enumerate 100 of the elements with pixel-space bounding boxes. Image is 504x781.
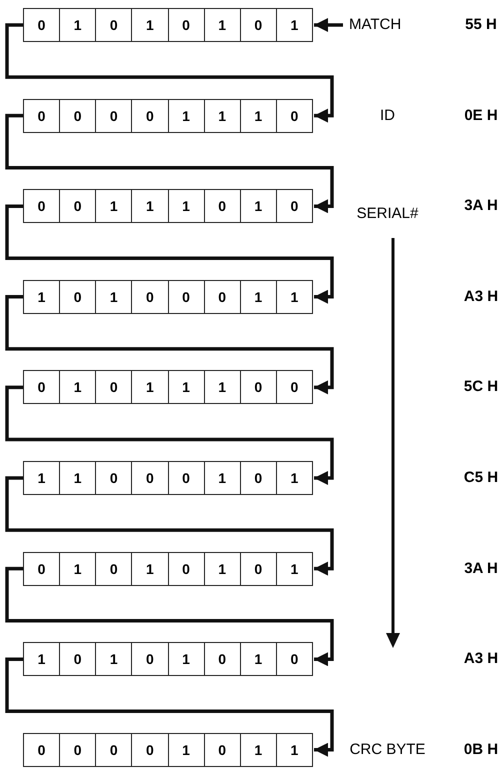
bit-cell: 1	[59, 461, 96, 495]
shift-register	[23, 370, 313, 404]
bit-cell: 0	[131, 98, 168, 133]
bit-cell: 0	[240, 552, 277, 586]
bit-cell: 1	[95, 189, 132, 224]
bit-cell: 1	[276, 552, 313, 586]
bit-cell: 0	[23, 552, 60, 586]
bit-cell: 0	[23, 370, 60, 404]
bit-cell: 0	[59, 642, 96, 676]
bit-cell: 1	[204, 98, 241, 133]
bit-cell: 0	[204, 642, 241, 676]
shift-register	[23, 552, 313, 586]
bit-cell: 0	[240, 8, 277, 42]
hex-value: C5 H	[462, 469, 500, 486]
bit-cell: 0	[95, 98, 132, 133]
shift-register	[23, 280, 313, 314]
bit-cell: 1	[59, 552, 96, 586]
bit-cell: 1	[59, 8, 96, 42]
hex-value: 3A H	[463, 197, 499, 214]
shift-register	[23, 642, 313, 676]
bit-cell: 1	[23, 642, 60, 676]
arrow	[5, 204, 334, 304]
bit-cell: 0	[204, 732, 241, 767]
bit-cell: 1	[59, 370, 96, 404]
row-label: SERIAL#	[356, 205, 420, 222]
hex-value: 0E H	[463, 106, 499, 124]
bit-cell: 0	[204, 280, 241, 314]
bit-cell: 0	[168, 8, 205, 42]
bit-cell: 0	[168, 461, 205, 495]
bit-cell: 1	[240, 280, 277, 314]
bit-cell: 1	[240, 732, 277, 767]
arrow	[5, 295, 334, 394]
hex-value: A3 H	[462, 650, 500, 668]
shift-register	[23, 98, 313, 133]
bit-cell: 1	[204, 552, 241, 586]
bit-cell: 0	[59, 280, 96, 314]
bit-cell: 0	[59, 189, 96, 224]
bit-cell: 0	[23, 189, 60, 224]
bit-cell: 0	[23, 98, 60, 133]
bit-cell: 0	[131, 732, 168, 767]
bit-cell: 1	[95, 280, 132, 314]
bit-cell: 0	[240, 370, 277, 404]
bit-cell: 0	[131, 461, 168, 495]
input-label: MATCH	[349, 16, 402, 33]
bit-cell: 0	[59, 732, 96, 767]
bit-cell: 1	[131, 189, 168, 224]
arrow	[5, 657, 334, 757]
bit-cell: 0	[95, 370, 132, 404]
row-label: CRC BYTE	[348, 740, 426, 758]
bit-cell: 1	[168, 732, 205, 767]
bit-cell: 1	[168, 189, 205, 224]
bit-cell: 0	[95, 461, 132, 495]
bit-cell: 0	[59, 98, 96, 133]
bit-cell: 0	[168, 280, 205, 314]
bit-cell: 0	[276, 370, 313, 404]
bit-cell: 1	[240, 189, 277, 224]
shift-register	[23, 8, 313, 42]
arrow	[5, 476, 334, 576]
bit-cell: 1	[131, 8, 168, 42]
bit-cell: 1	[240, 98, 277, 133]
bit-cell: 1	[23, 280, 60, 314]
bit-cell: 0	[168, 552, 205, 586]
hex-value: A3 H	[462, 288, 500, 305]
bit-cell: 0	[276, 98, 313, 133]
bit-cell: 0	[95, 732, 132, 767]
bit-cell: 1	[204, 8, 241, 42]
shift-register	[23, 189, 313, 224]
bit-cell: 1	[168, 98, 205, 133]
bit-cell: 1	[131, 370, 168, 404]
bit-cell: 0	[276, 642, 313, 676]
bit-cell: 1	[23, 461, 60, 495]
bit-cell: 0	[131, 280, 168, 314]
bit-cell: 0	[95, 552, 132, 586]
bit-cell: 0	[23, 8, 60, 42]
arrow	[5, 566, 334, 666]
bit-cell: 0	[204, 189, 241, 224]
bit-cell: 0	[276, 189, 313, 224]
bit-cell: 1	[95, 642, 132, 676]
hex-value: 0B H	[462, 740, 500, 758]
hex-value: 55 H	[464, 16, 498, 33]
hex-value: 5C H	[462, 378, 500, 396]
arrow	[5, 23, 334, 123]
row-label: ID	[379, 106, 396, 124]
bit-cell: 1	[276, 461, 313, 495]
bit-cell: 0	[23, 732, 60, 767]
bit-cell: 1	[168, 370, 205, 404]
arrow	[5, 386, 334, 485]
bit-cell: 1	[276, 8, 313, 42]
bit-cell: 1	[168, 642, 205, 676]
shift-register	[23, 732, 313, 767]
bit-cell: 1	[276, 732, 313, 767]
hex-value: 3A H	[463, 560, 499, 577]
bit-cell: 1	[131, 552, 168, 586]
bit-cell: 1	[204, 370, 241, 404]
bit-cell: 0	[95, 8, 132, 42]
bit-cell: 1	[240, 642, 277, 676]
arrow	[5, 114, 334, 214]
shift-register	[23, 461, 313, 495]
bit-cell: 0	[240, 461, 277, 495]
bit-cell: 0	[131, 642, 168, 676]
